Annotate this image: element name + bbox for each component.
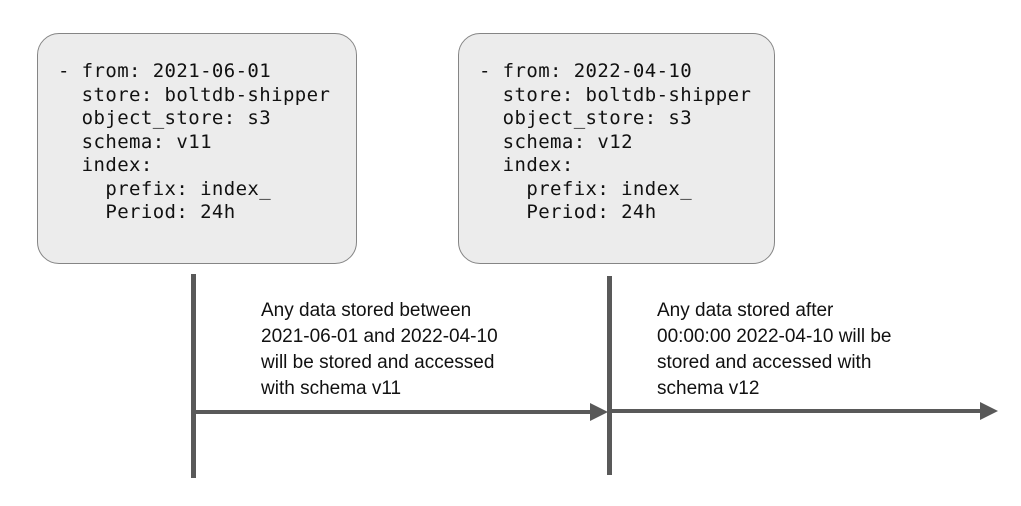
annotation-v12-period: Any data stored after 00:00:00 2022-04-1… — [657, 300, 892, 399]
schema-config-box-v11: - from: 2021-06-01 store: boltdb-shipper… — [37, 33, 357, 264]
arrow-shaft — [612, 409, 983, 413]
annotation-v11-period: Any data stored between 2021-06-01 and 2… — [261, 300, 498, 399]
arrowhead-right-icon — [590, 403, 608, 421]
schema-config-box-v12: - from: 2022-04-10 store: boltdb-shipper… — [458, 33, 775, 264]
timeline-arrow-segment-v11 — [193, 403, 608, 421]
arrow-shaft — [193, 410, 593, 414]
timeline-tick-2022-04-10 — [607, 276, 612, 475]
timeline-tick-2021-06-01 — [191, 274, 196, 478]
schema-config-code-v11: - from: 2021-06-01 store: boltdb-shipper… — [58, 60, 331, 223]
schema-config-code-v12: - from: 2022-04-10 store: boltdb-shipper… — [479, 60, 752, 223]
arrowhead-right-icon — [980, 402, 998, 420]
timeline-arrow-segment-v12 — [612, 402, 998, 420]
